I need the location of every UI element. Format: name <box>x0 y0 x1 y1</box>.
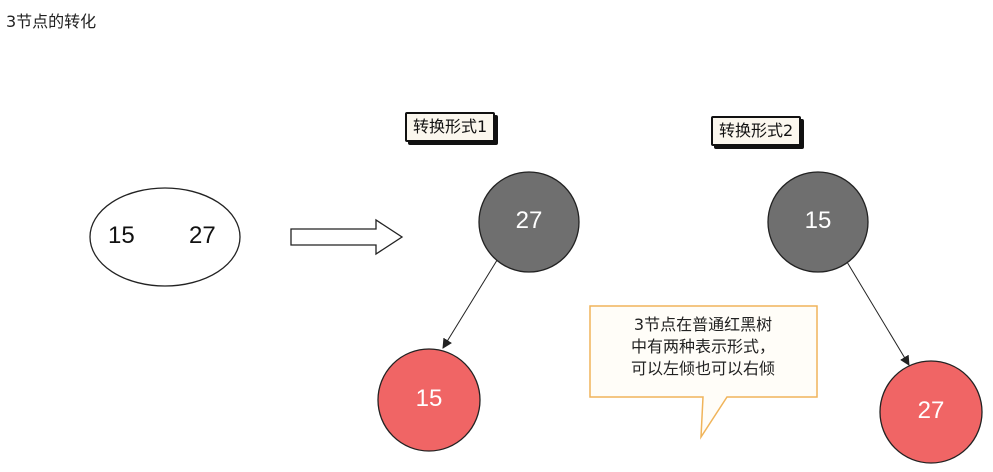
note-line-2: 中有两种表示形式， <box>630 337 775 356</box>
note-line-1: 3节点在普通红黑树 <box>633 315 773 334</box>
form1-child-key: 15 <box>415 385 443 412</box>
page-title: 3节点的转化 <box>6 12 97 31</box>
form2-parent-key: 15 <box>804 207 832 234</box>
three-node-oval <box>89 187 241 287</box>
form2-black-node <box>767 171 869 273</box>
form2-edge <box>843 256 910 366</box>
form2-child-key: 27 <box>917 397 945 424</box>
oval-right-key: 27 <box>189 222 216 249</box>
note-line-3: 可以左倾也可以右倾 <box>630 359 775 378</box>
transform-arrow <box>290 218 404 256</box>
note-text: 3节点在普通红黑树 中有两种表示形式， 可以左倾也可以右倾 <box>592 314 814 380</box>
form1-edge <box>442 256 500 349</box>
form1-red-node <box>377 348 481 452</box>
form1-label: 转换形式1 <box>405 112 496 142</box>
form1-black-node <box>478 171 580 273</box>
form1-parent-key: 27 <box>515 207 543 234</box>
form2-label: 转换形式2 <box>711 116 802 146</box>
oval-left-key: 15 <box>108 222 135 249</box>
note-callout <box>589 305 818 440</box>
form2-red-node <box>879 360 983 464</box>
